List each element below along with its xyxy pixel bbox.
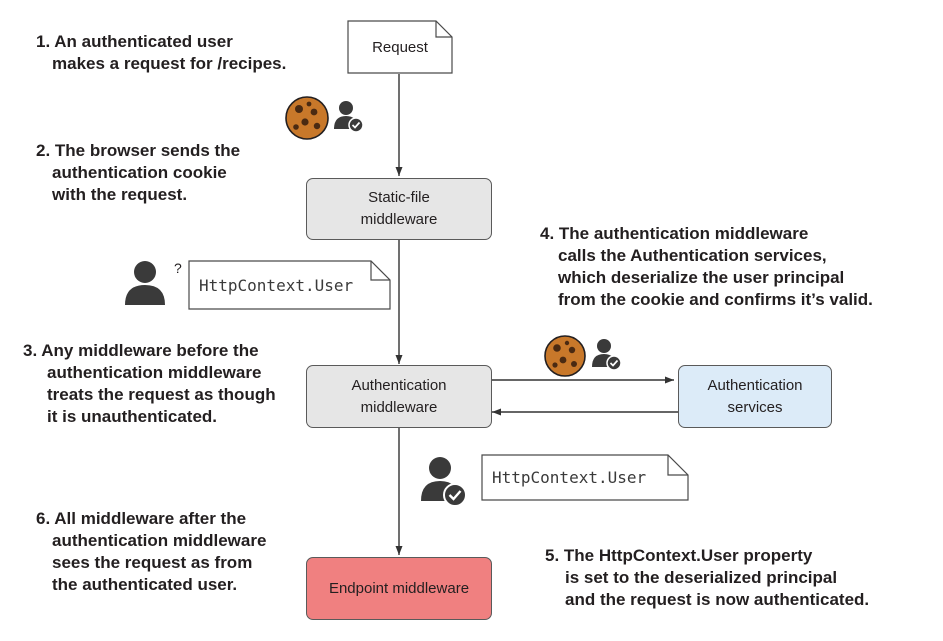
user-check-icon: [421, 457, 467, 507]
annotation-line: 4. The authentication middleware: [540, 224, 809, 243]
code-doc-2-shape: [481, 454, 689, 501]
annotation-line: authentication cookie: [52, 163, 227, 182]
step-2-annotation: 2. The browser sends the authentication …: [36, 140, 240, 206]
annotation-line: sees the request as from: [52, 553, 253, 572]
user-unknown-icon: [125, 261, 165, 305]
step-3-annotation: 3. Any middleware before the authenticat…: [23, 340, 276, 428]
annotation-line: which deserialize the user principal: [558, 268, 845, 287]
code-doc-unauthenticated: HttpContext.User: [189, 261, 390, 309]
code-doc-1-shape: [188, 260, 391, 310]
annotation-line: 2. The browser sends the: [36, 141, 241, 160]
authentication-middleware-node: Authentication middleware: [306, 365, 492, 428]
code-doc-1-fold: [370, 261, 390, 281]
cookie-icon: [285, 96, 329, 140]
question-mark: ?: [174, 260, 182, 276]
annotation-line: with the request.: [52, 185, 188, 204]
node-label-line: Endpoint middleware: [328, 579, 470, 597]
code-doc-authenticated: HttpContext.User: [482, 455, 688, 500]
request-doc-shape: [347, 20, 453, 74]
static-file-middleware-node: Static-file middleware: [306, 178, 492, 240]
request-doc-fold: [435, 21, 452, 38]
request-label: Request: [372, 38, 428, 56]
httpcontext-user-label: HttpContext.User: [199, 275, 354, 295]
step-1-annotation: 1. An authenticated user makes a request…: [36, 31, 286, 75]
step-5-annotation: 5. The HttpContext.User property is set …: [545, 545, 869, 611]
step-6-annotation: 6. All middleware after the authenticati…: [36, 508, 266, 596]
node-label-line: services: [727, 398, 783, 416]
annotation-line: calls the Authentication services,: [558, 246, 827, 265]
node-label-line: middleware: [360, 211, 438, 228]
step-4-annotation: 4. The authentication middleware calls t…: [540, 223, 873, 311]
node-label-line: middleware: [360, 398, 438, 416]
annotation-line: 3. Any middleware before the: [23, 341, 259, 360]
annotation-line: authentication middleware: [52, 531, 267, 550]
httpcontext-user-label: HttpContext.User: [492, 468, 647, 487]
request-doc: Request: [348, 21, 452, 73]
code-doc-2-fold: [667, 455, 688, 476]
node-label-line: Authentication: [707, 376, 803, 394]
annotation-line: the authenticated user.: [52, 575, 238, 594]
annotation-line: and the request is now authenticated.: [565, 590, 870, 609]
user-check-icon: [592, 339, 622, 371]
node-label-line: Authentication: [351, 376, 447, 394]
authentication-services-node: Authentication services: [678, 365, 832, 428]
user-check-icon: [334, 101, 364, 133]
annotation-line: authentication middleware: [47, 363, 262, 382]
node-label-line: Static-file: [368, 189, 430, 206]
annotation-line: it is unauthenticated.: [47, 407, 218, 426]
endpoint-middleware-node: Endpoint middleware: [306, 557, 492, 620]
annotation-line: 1. An authenticated user: [36, 32, 233, 51]
cookie-icon: [544, 335, 586, 377]
annotation-line: makes a request for /recipes.: [52, 54, 287, 73]
annotation-line: 5. The HttpContext.User property: [545, 546, 813, 565]
annotation-line: treats the request as though: [47, 385, 276, 404]
annotation-line: from the cookie and confirms it’s valid.: [558, 290, 873, 309]
annotation-line: is set to the deserialized principal: [565, 568, 838, 587]
annotation-line: 6. All middleware after the: [36, 509, 247, 528]
